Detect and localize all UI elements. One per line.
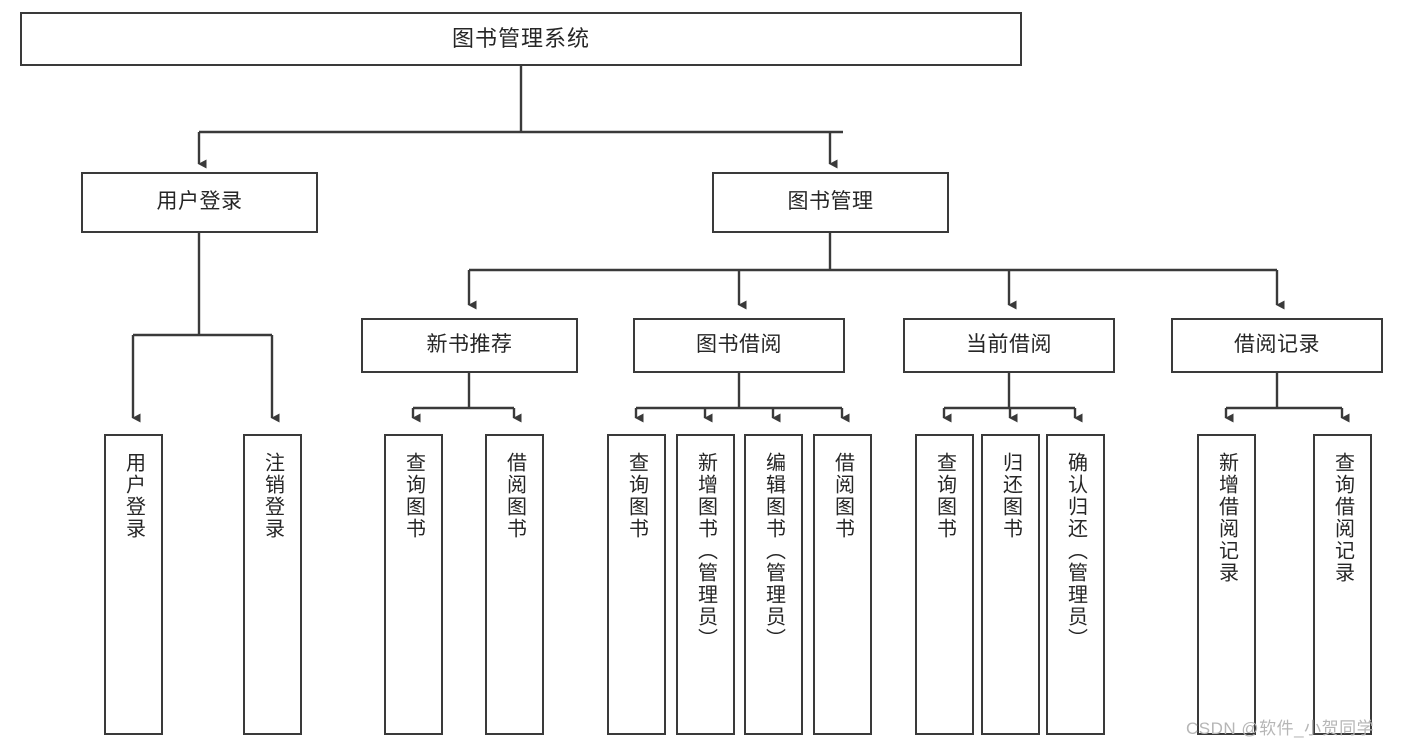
node-new-book-recommend[interactable]: 新书推荐 — [361, 318, 578, 373]
node-current-borrow[interactable]: 当前借阅 — [903, 318, 1115, 373]
node-leaf-add-book-admin[interactable]: 新增图书（管理员） — [676, 434, 735, 735]
node-label: 确认归还（管理员） — [1064, 452, 1087, 650]
node-label: 查询图书 — [933, 452, 956, 540]
node-leaf-query-book-borrow[interactable]: 查询图书 — [607, 434, 666, 735]
node-leaf-query-book-current[interactable]: 查询图书 — [915, 434, 974, 735]
node-leaf-logout[interactable]: 注销登录 — [243, 434, 302, 735]
node-label: 图书借阅 — [696, 333, 782, 357]
node-leaf-borrow-book-recommend[interactable]: 借阅图书 — [485, 434, 544, 735]
node-label: 查询借阅记录 — [1331, 452, 1354, 584]
node-label: 新增图书（管理员） — [694, 452, 717, 650]
node-label: 新增借阅记录 — [1215, 452, 1238, 584]
node-label: 查询图书 — [625, 452, 648, 540]
node-book-borrow[interactable]: 图书借阅 — [633, 318, 845, 373]
node-user-login[interactable]: 用户登录 — [81, 172, 318, 233]
node-root-system[interactable]: 图书管理系统 — [20, 12, 1022, 66]
node-label: 借阅图书 — [831, 452, 854, 540]
node-borrow-records[interactable]: 借阅记录 — [1171, 318, 1383, 373]
node-book-management[interactable]: 图书管理 — [712, 172, 949, 233]
node-leaf-user-login[interactable]: 用户登录 — [104, 434, 163, 735]
node-label: 归还图书 — [999, 452, 1022, 540]
node-label: 用户登录 — [122, 452, 145, 540]
node-label: 用户登录 — [156, 190, 243, 214]
node-label: 新书推荐 — [426, 333, 513, 357]
node-leaf-confirm-return-admin[interactable]: 确认归还（管理员） — [1046, 434, 1105, 735]
node-label: 图书管理 — [787, 190, 874, 214]
node-leaf-query-book-recommend[interactable]: 查询图书 — [384, 434, 443, 735]
node-label: 查询图书 — [402, 452, 425, 540]
node-label: 编辑图书（管理员） — [762, 452, 785, 650]
node-leaf-add-borrow-record[interactable]: 新增借阅记录 — [1197, 434, 1256, 735]
node-label: 借阅图书 — [503, 452, 526, 540]
node-label: 注销登录 — [261, 452, 284, 540]
node-leaf-edit-book-admin[interactable]: 编辑图书（管理员） — [744, 434, 803, 735]
csdn-watermark: CSDN @软件_小贺同学 — [1186, 719, 1375, 738]
node-label: 当前借阅 — [966, 333, 1052, 357]
node-label: 借阅记录 — [1234, 333, 1320, 357]
node-leaf-return-book[interactable]: 归还图书 — [981, 434, 1040, 735]
node-leaf-borrow-book[interactable]: 借阅图书 — [813, 434, 872, 735]
node-leaf-query-borrow-record[interactable]: 查询借阅记录 — [1313, 434, 1372, 735]
node-label: 图书管理系统 — [451, 26, 590, 52]
